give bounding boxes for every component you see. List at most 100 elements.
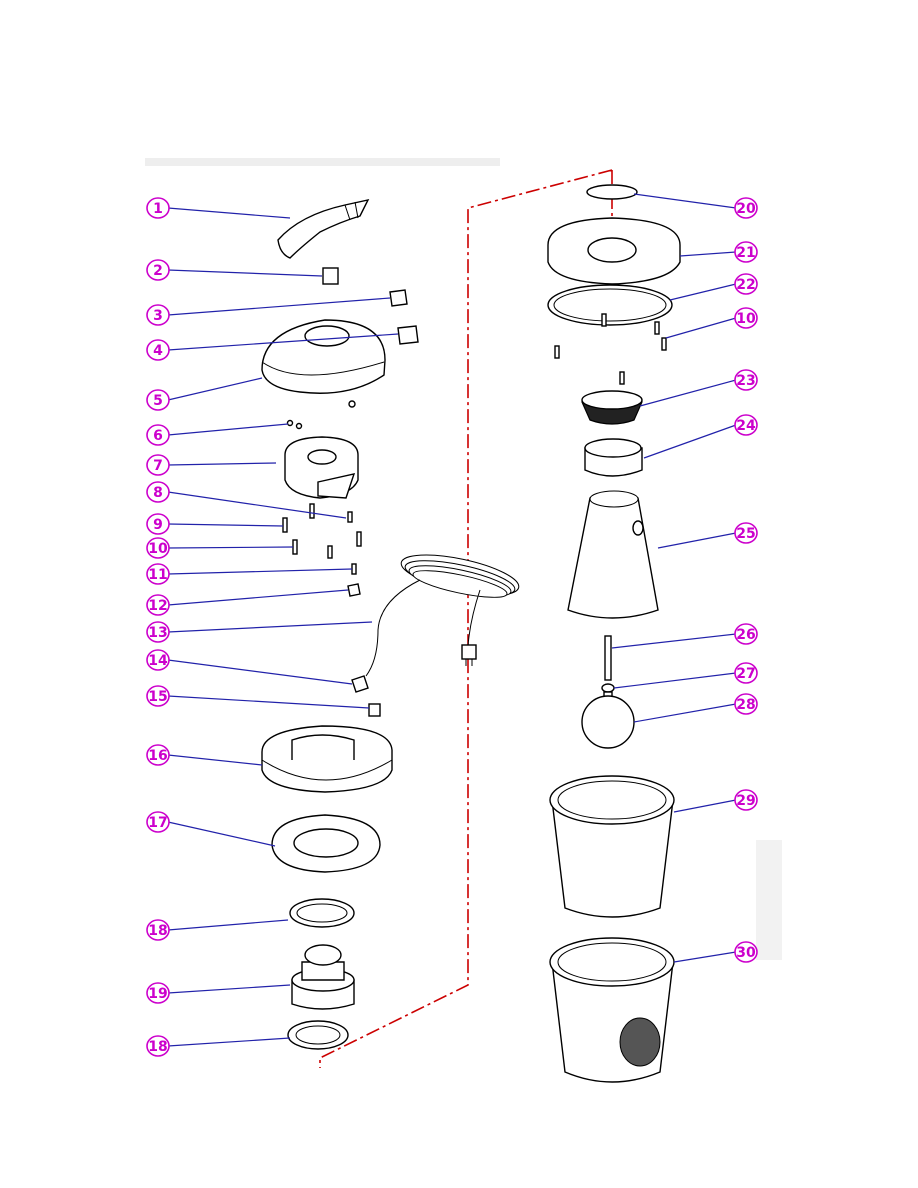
leader-line	[643, 424, 737, 459]
callout-c23: 23	[639, 369, 758, 407]
part-29-rim-inner	[557, 780, 667, 820]
callout-bubble	[146, 389, 170, 411]
callout-number: 25	[736, 526, 755, 542]
callout-number: 13	[148, 625, 167, 641]
part-10b-screw-c	[661, 337, 667, 351]
leader-line	[669, 283, 737, 301]
callout-bubble	[146, 537, 170, 559]
part-7-flap	[317, 473, 356, 499]
part-22-inner	[553, 288, 667, 322]
leader-line	[167, 695, 370, 709]
leader-line	[167, 821, 276, 847]
callout-c22: 22	[669, 273, 758, 301]
callout-bubble	[146, 197, 170, 219]
part-17-inner	[293, 828, 359, 858]
leader-line	[673, 799, 737, 813]
leader-line	[167, 1037, 291, 1047]
callout-bubble	[734, 789, 758, 811]
callout-bubble	[146, 304, 170, 326]
callout-bubble	[734, 369, 758, 391]
callout-bubble	[146, 513, 170, 535]
leader-line	[167, 207, 291, 219]
callout-c2: 2	[146, 259, 323, 281]
part-6-screw-a	[286, 419, 294, 427]
part-16-rim	[261, 759, 393, 781]
callout-bubble	[146, 424, 170, 446]
part-10b-screw-e	[619, 371, 625, 385]
callout-number: 18	[148, 1039, 167, 1055]
part-9-screw-b	[356, 531, 362, 547]
callout-number: 27	[736, 666, 755, 682]
part-7-hole	[307, 449, 337, 465]
callout-number: 16	[148, 748, 167, 764]
callout-number: 5	[153, 393, 163, 409]
callout-number: 11	[148, 567, 167, 583]
leader-line	[167, 659, 353, 685]
callout-number: 1	[153, 201, 163, 217]
callout-number: 15	[148, 689, 167, 705]
callout-bubble	[734, 273, 758, 295]
leader-line	[167, 568, 353, 575]
callout-number: 7	[153, 458, 163, 474]
part-5-top-hole	[304, 325, 350, 347]
part-25-hole	[632, 520, 644, 536]
part-13-power-cord	[365, 554, 520, 677]
callout-number: 26	[736, 627, 755, 643]
leader-line	[639, 379, 737, 407]
callout-number: 17	[148, 815, 167, 831]
callout-number: 20	[736, 201, 756, 217]
callout-c25: 25	[657, 522, 758, 549]
callout-c26: 26	[611, 623, 758, 649]
callout-c4: 4	[146, 333, 399, 361]
part-23-rim	[581, 390, 643, 410]
callout-c21: 21	[679, 241, 758, 263]
leader-line	[167, 297, 391, 316]
part-6-screw-b	[295, 422, 303, 430]
part-2-label	[322, 267, 339, 285]
leader-line	[167, 333, 399, 351]
callout-c13: 13	[146, 621, 373, 643]
callout-bubble	[146, 339, 170, 361]
callout-bubble	[146, 481, 170, 503]
part-5-top-cover	[261, 319, 386, 394]
part-14-strain-relief	[351, 675, 369, 693]
callout-bubble	[146, 982, 170, 1004]
callout-bubble	[146, 563, 170, 585]
callout-c9: 9	[146, 513, 284, 535]
part-3-label	[389, 289, 408, 307]
part-10b-screw-b	[654, 321, 660, 335]
part-20-disc	[586, 184, 638, 200]
callout-number: 10	[736, 311, 756, 327]
part-9-screw-a	[282, 517, 288, 533]
leader-line	[167, 377, 263, 401]
part-18-gasket-lower-inner	[295, 1025, 341, 1045]
part-28-float-ball	[581, 695, 635, 749]
callout-bubble	[734, 662, 758, 684]
leader-line	[167, 462, 277, 466]
header-band	[145, 158, 500, 166]
callout-c6: 6	[146, 423, 289, 446]
callout-bubble	[146, 919, 170, 941]
part-18-gasket-upper-inner	[296, 903, 348, 923]
part-8-screw-b	[347, 511, 353, 523]
leader-line	[633, 193, 737, 209]
callout-c24: 24	[643, 414, 758, 459]
callout-c15: 15	[146, 685, 370, 709]
callout-bubble	[734, 197, 758, 219]
callout-bubble	[734, 941, 758, 963]
callout-number: 23	[736, 373, 755, 389]
callout-c20: 20	[633, 193, 758, 219]
leader-line	[167, 269, 323, 277]
leader-line	[167, 523, 284, 527]
callout-c16: 16	[146, 744, 263, 766]
part-26-rod	[604, 635, 612, 681]
leader-line	[167, 589, 349, 606]
part-30-rim-inner	[557, 942, 667, 982]
callout-bubble	[734, 693, 758, 715]
leader-line	[167, 546, 294, 549]
callout-bubble	[146, 259, 170, 281]
callout-bubble	[146, 454, 170, 476]
callout-number: 12	[148, 598, 167, 614]
callout-bubble	[734, 623, 758, 645]
